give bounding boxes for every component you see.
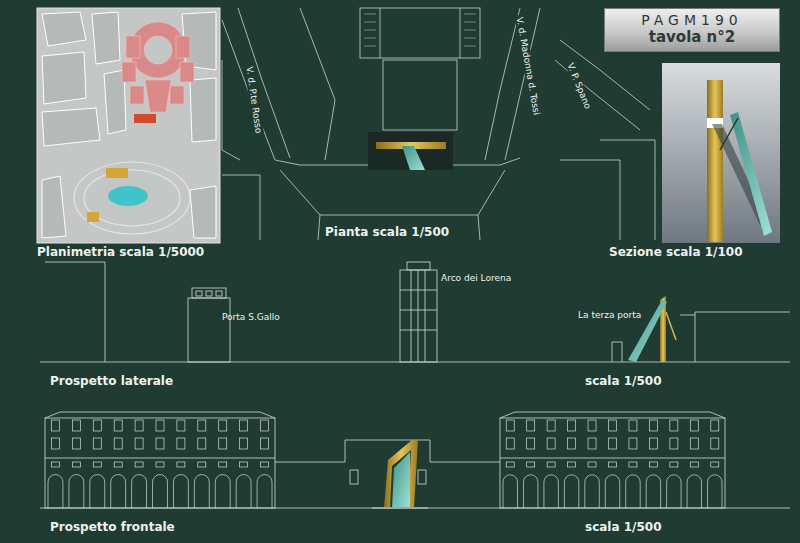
drawing-caption: scala 1/500 (585, 521, 662, 535)
drawing-caption: Pianta scala 1/500 (325, 226, 449, 240)
drawing-caption: Porta S.Gallo (222, 312, 280, 322)
drawing-caption: La terza porta (578, 310, 641, 320)
street-name: V. d. P.te Rosso (244, 64, 264, 136)
drawing-caption: Prospetto laterale (50, 375, 173, 389)
title-box: PAGM190tavola n°2 (604, 8, 780, 52)
street-name: V. P. Spano (564, 60, 593, 113)
drawing-caption: Sezione scala 1/100 (609, 246, 743, 260)
drawing-caption: Prospetto frontale (50, 521, 175, 535)
drawing-caption: scala 1/500 (585, 375, 662, 389)
drawing-caption: Arco dei Lorena (441, 273, 511, 283)
sheet-number: tavola n°2 (611, 28, 773, 46)
drawing-caption: Planimetria scala 1/5000 (37, 246, 204, 260)
board-code: PAGM190 (611, 12, 773, 28)
